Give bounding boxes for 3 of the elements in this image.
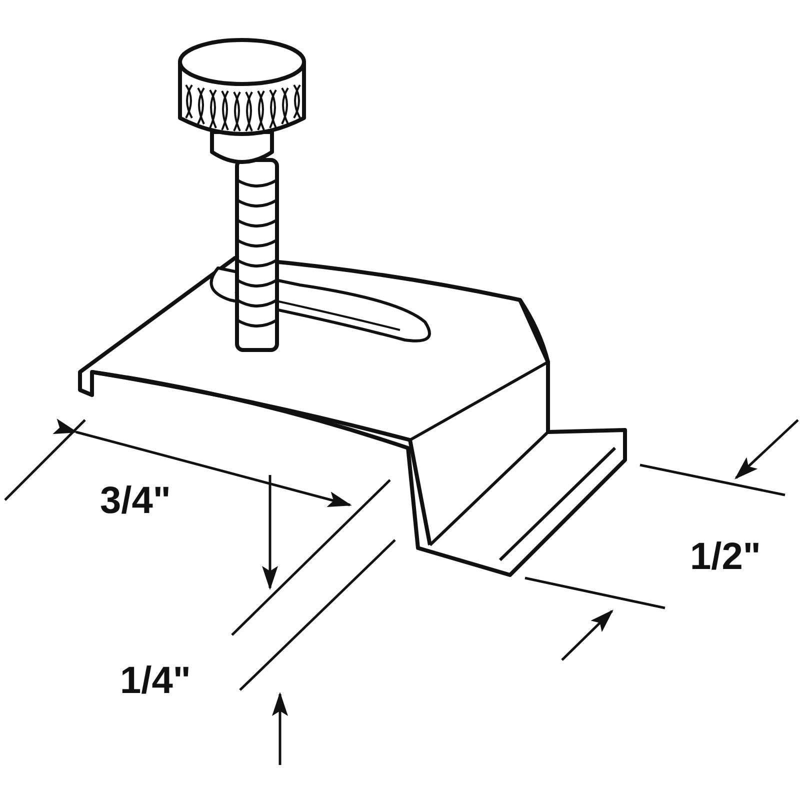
dimension-label: 1/2" bbox=[690, 538, 761, 576]
dimension-label: 3/4" bbox=[100, 482, 171, 520]
dimension-label: 1/4" bbox=[120, 662, 191, 700]
